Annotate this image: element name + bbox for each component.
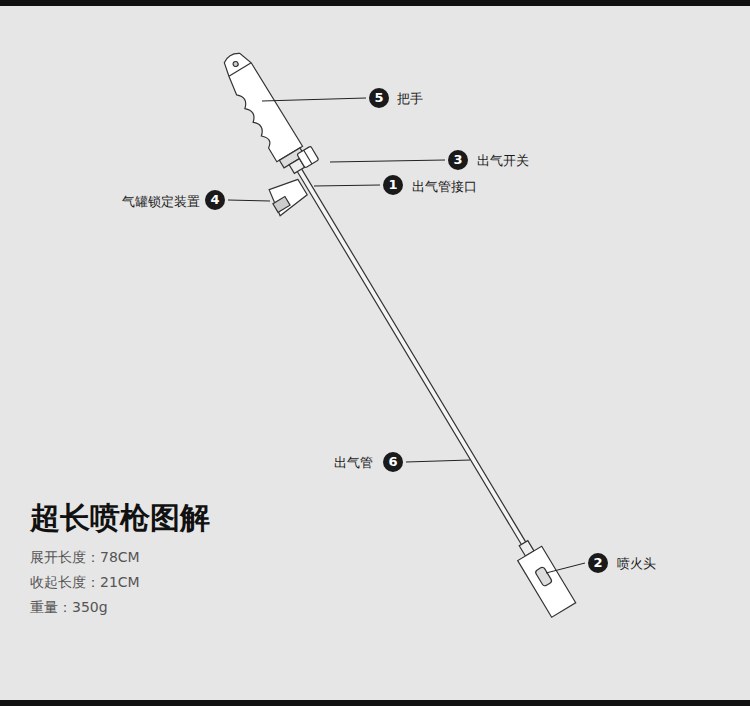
- spray-gun: [196, 44, 582, 631]
- leader-line: [330, 160, 445, 162]
- switch-line: [304, 150, 312, 164]
- leader-line: [262, 98, 366, 101]
- diagram-title: 超长喷枪图解: [30, 503, 210, 533]
- handle: [218, 48, 303, 162]
- handle-cap: [232, 61, 239, 68]
- part-name: 喷火头: [617, 557, 656, 570]
- callout-number: 5: [369, 88, 389, 108]
- part-name: 出气管: [334, 456, 373, 469]
- spec-text: 重量：350g: [30, 600, 108, 614]
- leader-lines: [228, 98, 585, 573]
- part-name: 把手: [397, 92, 423, 105]
- part-name: 出气开关: [477, 154, 529, 167]
- gas-tube: [296, 166, 532, 554]
- tank-lock: [266, 174, 310, 216]
- leader-line: [406, 460, 470, 462]
- leader-line: [228, 200, 270, 201]
- top-bar: [0, 0, 750, 6]
- part-name: 气罐锁定装置: [122, 195, 200, 208]
- part-name: 出气管接口: [412, 180, 477, 193]
- callout-number: 1: [383, 175, 403, 195]
- callout-number: 2: [588, 553, 608, 573]
- spec-text: 展开长度：78CM: [30, 550, 140, 564]
- nozzle: [518, 546, 576, 617]
- tank-lock-knob: [273, 197, 290, 213]
- callout-number: 4: [205, 190, 225, 210]
- leader-line: [546, 563, 585, 573]
- handle-cap-line: [229, 63, 251, 76]
- nozzle-slot: [535, 566, 553, 587]
- callout-number: 3: [448, 150, 468, 170]
- bottom-bar: [0, 700, 750, 706]
- callout-number: 6: [383, 452, 403, 472]
- gas-switch: [297, 146, 319, 168]
- leader-line: [314, 185, 380, 186]
- spec-text: 收起长度：21CM: [30, 575, 140, 589]
